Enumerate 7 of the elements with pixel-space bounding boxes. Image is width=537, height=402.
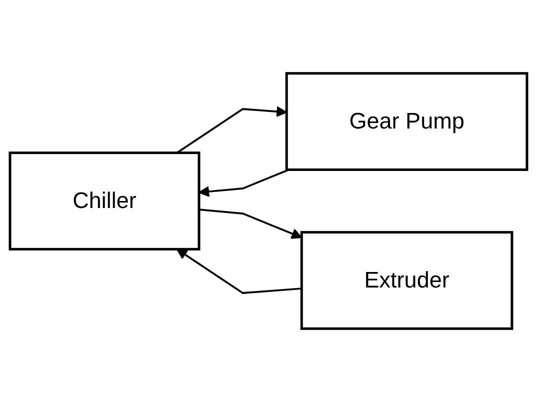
node-box: Chiller [8,152,200,250]
arrow [198,168,290,198]
arrow [176,106,288,154]
node-box: Gear Pump [285,72,528,171]
arrow [198,208,302,239]
node-box: Extruder [300,231,514,330]
arrow [176,248,302,294]
